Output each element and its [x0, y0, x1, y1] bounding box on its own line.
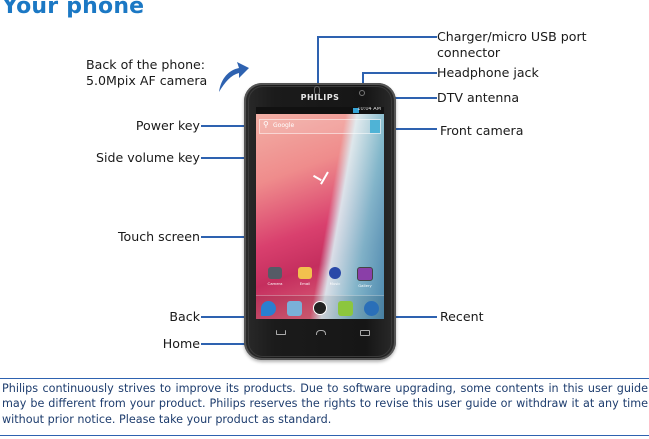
app-gallery: Gallery [352, 267, 378, 288]
home-key-icon [316, 330, 326, 335]
headphone-jack-label: Headphone jack [437, 65, 539, 80]
contacts-icon [287, 300, 303, 316]
mic-icon [370, 120, 380, 133]
email-icon [298, 267, 312, 279]
browser-icon [363, 300, 379, 316]
front-camera-leader [361, 128, 437, 130]
phone-brand: PHILIPS [300, 93, 340, 102]
dock [256, 295, 384, 319]
recent-leader [363, 316, 437, 318]
back-leader [201, 316, 280, 318]
phone-screen: 10:04 AM ⚲ Google Camera Email Music [256, 107, 384, 319]
headphone-jack-leader [362, 72, 437, 74]
front-camera-label: Front camera [440, 123, 524, 138]
power-key-leader [201, 125, 246, 127]
clock-hand-minute [320, 171, 329, 185]
messaging-icon [337, 300, 353, 316]
phone-app-icon [261, 300, 277, 316]
page-title: Your phone [2, 0, 145, 19]
home-apps: Camera Email Music Gallery [260, 267, 380, 288]
signal-battery-icon [353, 108, 359, 113]
back-camera-label-line2: 5.0Mpix AF camera [86, 73, 208, 88]
gallery-icon [357, 267, 373, 281]
charger-port-label-line1: Charger/micro USB port [437, 29, 587, 44]
power-key-label: Power key [135, 118, 200, 133]
back-label: Back [169, 309, 200, 324]
dtv-antenna-label: DTV antenna [437, 90, 520, 105]
status-time: 10:04 AM [357, 107, 381, 112]
recent-key-icon [360, 330, 370, 336]
touch-screen-label: Touch screen [117, 229, 200, 244]
music-icon [329, 267, 341, 279]
headphone-jack-leader-drop [362, 72, 364, 83]
phone-illustration: PHILIPS 10:04 AM ⚲ Google Camera Email [244, 83, 396, 360]
earpiece-icon [314, 86, 320, 95]
app-email: Email [292, 267, 318, 288]
search-label: Google [273, 122, 295, 129]
google-search-bar: ⚲ Google [259, 119, 381, 134]
charger-port-label-line2: connector [437, 45, 501, 60]
camera-icon [268, 267, 282, 279]
disclaimer-text: Philips continuously strives to improve … [2, 382, 648, 426]
side-volume-key-label: Side volume key [96, 150, 200, 165]
charger-port-leader-drop [317, 36, 319, 85]
dtv-antenna-leader [394, 97, 437, 99]
back-key-icon [276, 330, 286, 335]
front-camera-icon [359, 90, 365, 96]
back-camera-label-line1: Back of the phone: [86, 57, 206, 72]
side-volume-key-leader [201, 157, 246, 159]
phone-nav-keys [256, 321, 384, 345]
curved-arrow-icon [219, 62, 249, 92]
clock-widget [308, 167, 334, 193]
all-apps-icon [312, 301, 327, 315]
charger-port-leader [317, 36, 437, 38]
clock-hand-hour [313, 174, 322, 181]
back-camera-label: Back of the phone: 5.0Mpix AF camera [86, 57, 207, 89]
app-camera: Camera [262, 267, 288, 288]
status-bar: 10:04 AM [256, 107, 384, 114]
recent-label: Recent [440, 309, 484, 324]
search-icon: ⚲ [263, 120, 269, 129]
app-music: Music [322, 267, 348, 288]
charger-port-label: Charger/micro USB port connector [437, 29, 587, 61]
disclaimer-box: Philips continuously strives to improve … [0, 378, 649, 436]
home-label: Home [162, 336, 200, 351]
